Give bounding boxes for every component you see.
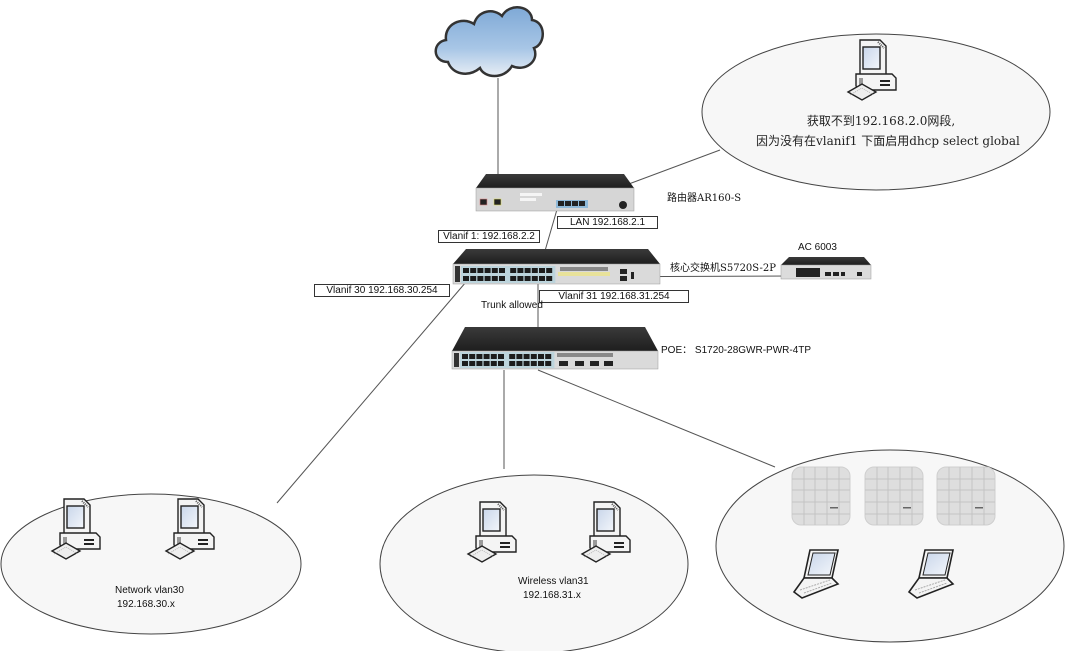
switch-port xyxy=(462,354,468,359)
switch-port xyxy=(538,361,544,366)
switch-port xyxy=(510,276,517,281)
switch-port xyxy=(516,354,523,359)
switch-port xyxy=(463,268,469,273)
switch-port xyxy=(509,361,516,366)
switch-port xyxy=(517,276,524,281)
core-switch-label: 核心交换机S5720S-2P xyxy=(670,263,776,274)
switch-port xyxy=(477,268,484,273)
core-switch-icon xyxy=(452,249,661,285)
ac-label: AC 6003 xyxy=(798,242,837,253)
switch-port xyxy=(531,268,538,273)
switch-port xyxy=(476,354,483,359)
switch-port xyxy=(530,354,537,359)
switch-port xyxy=(546,268,553,273)
switch-port xyxy=(484,268,491,273)
note-line-2: 因为没有在vlanif1 下面启用dhcp select global xyxy=(756,134,1020,148)
note-group-ellipse xyxy=(701,33,1051,191)
vlan30-subnet: 192.168.30.x xyxy=(117,599,175,610)
switch-port xyxy=(483,354,490,359)
access-controller-icon xyxy=(780,257,872,280)
vlan30-group-ellipse xyxy=(0,493,302,635)
link-core-vlan30 xyxy=(276,281,467,504)
switch-port xyxy=(491,268,498,273)
switch-port xyxy=(462,361,468,366)
vlan31-subnet: 192.168.31.x xyxy=(523,590,581,601)
vlan30-name: Network vlan30 xyxy=(115,585,184,596)
link-poe-wireless xyxy=(537,369,776,468)
switch-port xyxy=(538,354,544,359)
cloud-icon xyxy=(434,6,544,78)
switch-port xyxy=(516,361,523,366)
router-icon xyxy=(475,174,635,212)
switch-port xyxy=(524,276,531,281)
switch-port xyxy=(539,276,545,281)
switch-port xyxy=(523,361,530,366)
switch-port xyxy=(499,276,505,281)
switch-port xyxy=(498,361,504,366)
switch-port xyxy=(490,354,497,359)
vlan31-name: Wireless vlan31 xyxy=(518,576,589,587)
vlanif1-interface-label: Vlanif 1: 192.168.2.2 xyxy=(438,230,540,243)
access-point-icon xyxy=(864,466,924,526)
switch-port xyxy=(498,354,504,359)
lan-interface-label: LAN 192.168.2.1 xyxy=(557,216,658,229)
switch-port xyxy=(539,268,545,273)
vlanif31-interface-label: Vlanif 31 192.168.31.254 xyxy=(539,290,689,303)
switch-port xyxy=(483,361,490,366)
access-point-icon xyxy=(936,466,996,526)
router-label: 路由器AR160-S xyxy=(667,193,742,204)
switch-port xyxy=(517,268,524,273)
switch-port xyxy=(545,354,552,359)
switch-port xyxy=(545,361,552,366)
switch-port xyxy=(524,268,531,273)
switch-port xyxy=(510,268,517,273)
switch-port xyxy=(523,354,530,359)
poe-switch-label: POE： S1720-28GWR-PWR-4TP xyxy=(661,345,812,356)
access-point-icon xyxy=(791,466,851,526)
trunk-label: Trunk allowed xyxy=(481,300,543,311)
vlan31-group-ellipse xyxy=(379,474,689,651)
switch-port xyxy=(530,361,537,366)
switch-port xyxy=(470,276,477,281)
note-line-1: 获取不到192.168.2.0网段, xyxy=(806,114,956,128)
switch-port xyxy=(477,276,484,281)
switch-port xyxy=(484,276,491,281)
switch-port xyxy=(463,276,469,281)
poe-switch-icon xyxy=(451,327,659,370)
switch-port xyxy=(531,276,538,281)
switch-port xyxy=(546,276,553,281)
vlanif30-interface-label: Vlanif 30 192.168.30.254 xyxy=(314,284,450,297)
switch-port xyxy=(469,361,476,366)
switch-port xyxy=(490,361,497,366)
switch-port xyxy=(476,361,483,366)
switch-port xyxy=(499,268,505,273)
switch-port xyxy=(491,276,498,281)
switch-port xyxy=(509,354,516,359)
switch-port xyxy=(470,268,477,273)
switch-port xyxy=(469,354,476,359)
